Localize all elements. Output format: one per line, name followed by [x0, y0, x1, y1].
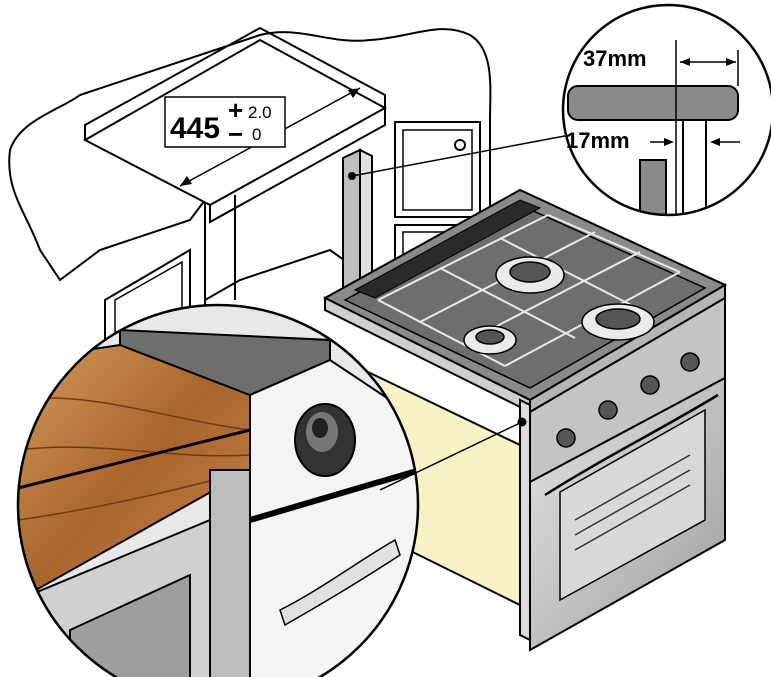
burners [463, 256, 655, 355]
clearance-detail: 37mm 17mm [351, 3, 771, 217]
zoom-callout-detail [16, 303, 523, 677]
mounting-strip [342, 148, 373, 290]
plus-tolerance: 2.0 [248, 103, 272, 122]
opening-width-value: 445 [170, 112, 220, 145]
cooker-side-section [682, 119, 707, 215]
detail-leader [351, 134, 571, 177]
callout-leader [379, 421, 523, 491]
overhang-dimension: 37mm [583, 46, 647, 71]
minus-symbol: − [228, 119, 243, 149]
opening-width-dimension: 445 + − 2.0 0 [164, 87, 361, 187]
countertop-section [567, 85, 739, 121]
built-in-cooker [322, 188, 728, 652]
gap-dimension: 17mm [566, 128, 630, 153]
strip-section [639, 159, 667, 215]
minus-tolerance: 0 [252, 125, 261, 144]
plus-symbol: + [228, 95, 243, 125]
fixing-screw [294, 403, 356, 477]
control-knobs [556, 352, 700, 448]
